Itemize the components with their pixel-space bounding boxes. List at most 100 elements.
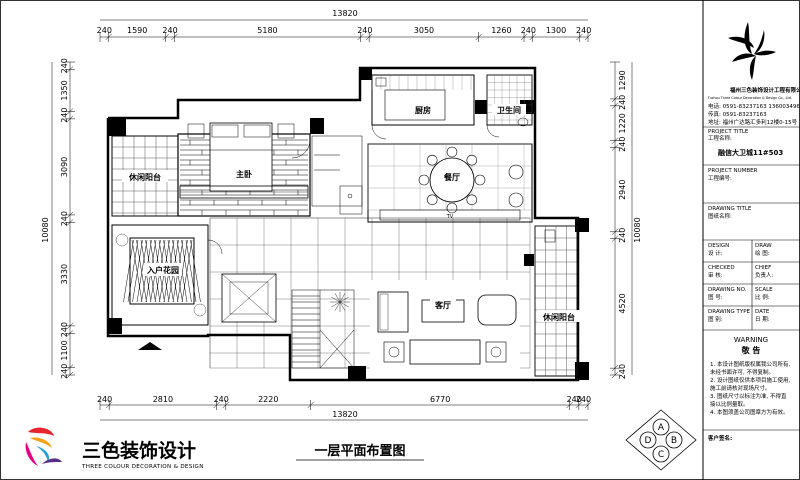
- right-dimension-segment-4: 2940: [618, 180, 627, 200]
- left-dimension-segment-5: 3330: [60, 264, 69, 284]
- scale-label: SCALE: [755, 287, 773, 293]
- top-dimension-segment-2: 240: [162, 26, 177, 35]
- company-emblem-icon: [728, 22, 776, 80]
- top-dimensions: [99, 19, 592, 42]
- warning-cn: 敬 告: [741, 345, 761, 355]
- company-name-en: Fuzhou Three Colour Decoration & Design …: [708, 96, 792, 100]
- drawing-title-cn: 图纸名称:: [708, 212, 732, 220]
- right-dimension-segment-2: 1220: [618, 113, 627, 133]
- floor-plan: 主卧 休闲阳台 入户花园 厨房: [106, 66, 589, 382]
- bottom-dimension-segment-5: 240: [567, 395, 582, 404]
- bottom-dimension-segment-3: 2220: [258, 395, 278, 404]
- drawing-type-label: DRAWING TYPE: [708, 309, 751, 315]
- left-dimension-segment-8: 240: [60, 364, 69, 379]
- bottom-dimension-segment-1: 2810: [153, 395, 173, 404]
- company-fax: 传真: 0591-83237163: [708, 110, 767, 118]
- bathroom: 卫生间: [486, 74, 533, 127]
- left-dimension-segment-6: 240: [60, 322, 69, 337]
- top-dimension-segment-0: 240: [97, 26, 112, 35]
- warning-en: WARNING: [734, 336, 768, 344]
- warning-note-1: 未经书面许可, 不得复制。: [710, 368, 774, 376]
- warning-note-0: 1. 本设计图纸版权属我公司所有,: [710, 360, 790, 368]
- room-label-dining: 餐厅: [443, 172, 460, 182]
- compass-symbol: A D B C: [625, 409, 697, 471]
- right-dimension-segment-7: 240: [618, 364, 627, 379]
- checked-cn: 审 核:: [708, 271, 723, 279]
- top-dimension-segment-9: 240: [576, 26, 591, 35]
- room-label-leisure-balcony-right: 休闲阳台: [542, 312, 575, 322]
- checked-label: CHECKED: [708, 265, 735, 271]
- compass-label-c: C: [658, 450, 664, 460]
- warning-note-6: 4. 本图须盖公司图章方为有效。: [710, 408, 789, 416]
- right-dimensions: [610, 61, 633, 379]
- compass-label-b: B: [671, 436, 677, 446]
- left-dimension-segment-2: 240: [60, 108, 69, 123]
- warning-note-3: 施工前请核对现场尺寸。: [710, 384, 771, 392]
- master-bedroom: 主卧: [177, 122, 311, 217]
- left-total-dimension: 10080: [41, 217, 50, 242]
- bottom-dimension-segment-2: 240: [214, 395, 229, 404]
- room-label-master-bedroom: 主卧: [236, 169, 252, 179]
- warning-note-2: 2. 设计图纸仅供本项目施工使用,: [710, 376, 790, 384]
- left-dimension-segment-3: 3090: [60, 157, 69, 177]
- room-label-bathroom: 卫生间: [497, 105, 521, 115]
- left-dimension-segment-7: 1100: [60, 340, 69, 360]
- top-dimension-segment-5: 3050: [414, 26, 434, 35]
- project-title-cn: 工程名称:: [708, 134, 732, 142]
- room-label-kitchen: 厨房: [415, 105, 431, 115]
- dining-area: 餐厅 TV: [367, 143, 533, 223]
- floor-tile-grid: [209, 217, 531, 370]
- right-total-dimension: 10080: [633, 217, 642, 242]
- design-label: DESIGN: [708, 243, 729, 249]
- warning-note-5: 接以比例量取。: [710, 400, 749, 408]
- project-number-label: PROJECT NUMBER: [708, 168, 758, 174]
- date-label: DATE: [755, 309, 770, 315]
- chief-label: CHIEF: [755, 265, 771, 271]
- company-phone: 电话: 0591-83237163 13600349638: [708, 102, 800, 110]
- company-logo: 三色装饰设计 THREE COLOUR DECORATION & DESIGN: [25, 427, 204, 470]
- project-number-cn: 工程编号:: [708, 174, 732, 182]
- drawing-title-label: DRAWING TITLE: [708, 206, 752, 212]
- drawing-no-label: DRAWING NO.: [708, 287, 747, 293]
- kitchen: 厨房: [371, 74, 475, 126]
- wall-columns: [108, 68, 589, 380]
- compass-label-a: A: [658, 423, 665, 433]
- date-cn: 日 期:: [755, 316, 770, 323]
- top-dimension-segment-7: 240: [521, 26, 536, 35]
- drawing-type-cn: 图 别:: [708, 315, 723, 323]
- bottom-dimensions: [99, 400, 592, 421]
- right-dimension-segment-1: 240: [618, 95, 627, 110]
- project-name: 融信大卫城11#503: [718, 148, 783, 157]
- chief-cn: 负责人:: [755, 271, 774, 279]
- right-dimension-segment-0: 1290: [618, 70, 627, 90]
- drawing-no-cn: 图 号:: [708, 293, 723, 301]
- right-dimension-segment-5: 240: [618, 228, 627, 243]
- compass-label-d: D: [645, 436, 652, 446]
- leisure-balcony-left: 休闲阳台: [111, 135, 179, 217]
- client-signature-label: 客户签名:: [707, 434, 732, 442]
- company-name: 福州三色装饰设计工程有限公司: [729, 86, 800, 94]
- project-title-label: PROJECT TITLE: [708, 129, 749, 135]
- top-dimension-segment-8: 1300: [546, 26, 566, 35]
- draw-cn: 绘 图:: [755, 249, 770, 257]
- door-swings: [207, 124, 500, 255]
- bottom-dimension-segment-6: 240: [576, 395, 591, 404]
- left-dimension-segment-4: 240: [60, 211, 69, 226]
- top-dimension-segment-4: 240: [357, 26, 372, 35]
- corridor: [311, 135, 363, 215]
- brand-name-en: THREE COLOUR DECORATION & DESIGN: [81, 464, 204, 470]
- living-room: 客厅: [221, 273, 517, 369]
- top-dimension-segment-3: 5180: [257, 26, 277, 35]
- draw-label: DRAW: [755, 243, 772, 249]
- top-dimension-segment-1: 1590: [127, 26, 147, 35]
- right-dimension-segment-3: 240: [618, 137, 627, 152]
- room-label-living-room: 客厅: [434, 300, 451, 310]
- title-block: 福州三色装饰设计工程有限公司 Fuzhou Three Colour Decor…: [703, 22, 800, 442]
- warning-note-4: 3. 图纸尺寸以标注为准, 不得直: [710, 392, 787, 400]
- drawing-title: 一层平面布置图: [314, 443, 405, 459]
- left-dimension-segment-1: 1350: [60, 80, 69, 100]
- brand-name-cn: 三色装饰设计: [82, 439, 196, 462]
- right-dimension-segment-6: 4520: [618, 293, 627, 313]
- top-dimension-segment-6: 1260: [491, 26, 511, 35]
